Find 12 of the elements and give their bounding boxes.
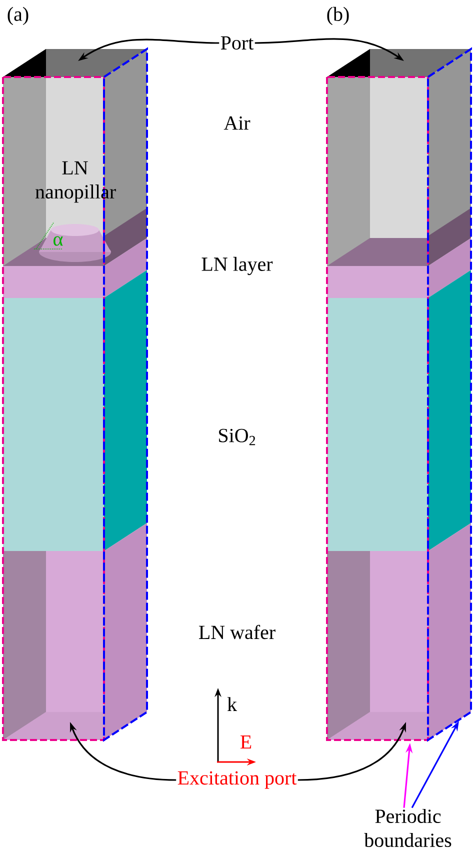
layer-label: LN layer [202,256,273,276]
section-label: (b) [327,6,349,26]
node-label: Periodic boundaries [364,808,452,848]
layer-label: SiO$_{2}$ [219,428,256,446]
axis-label: k [227,697,237,711]
node-label: Excitation port [178,771,297,789]
node-label: Port [220,36,254,50]
axis-label: E [240,735,252,749]
section-label: (a) [8,6,28,26]
angle-label: α [54,236,63,246]
layer-label: Air [224,116,250,130]
layer-label: LN wafer [199,624,276,640]
